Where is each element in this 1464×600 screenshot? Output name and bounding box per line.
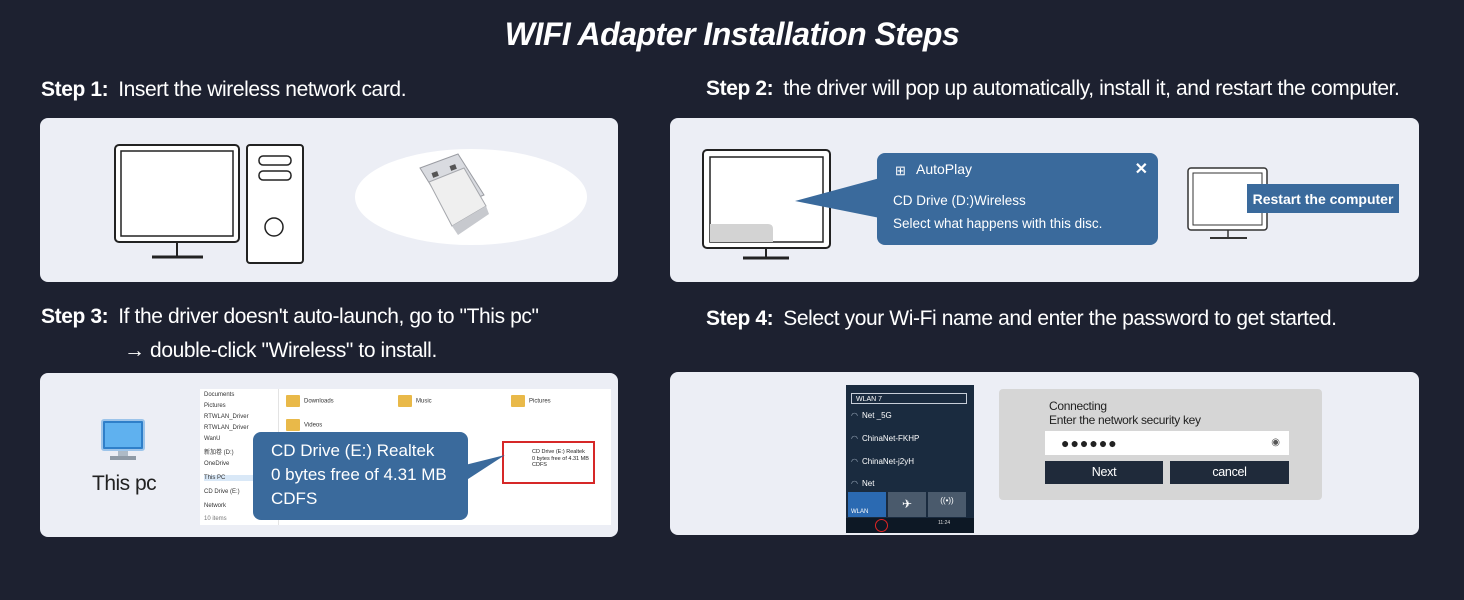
wlan-tile[interactable]: WLAN: [848, 492, 886, 517]
wifi-icon: ◠: [851, 479, 858, 488]
sidebar-item[interactable]: RTWLAN_Driver: [204, 425, 249, 431]
step2-panel: ⊞ AutoPlay ✕ CD Drive (D:)Wireless Selec…: [670, 118, 1419, 282]
step2-heading: Step 2: the driver will pop up automatica…: [706, 77, 1400, 101]
autoplay-title: AutoPlay: [916, 161, 973, 177]
sidebar-item[interactable]: Pictures: [204, 403, 226, 409]
restart-label: Restart the computer: [1247, 184, 1399, 213]
network-key-dialog: Connecting Enter the network security ke…: [999, 389, 1322, 500]
cd-drive-space: 0 bytes free of 4.31 MB: [271, 465, 447, 484]
step4-heading: Step 4: Select your Wi-Fi name and enter …: [706, 307, 1337, 331]
cd-drive-callout: CD Drive (E:) Realtek 0 bytes free of 4.…: [253, 432, 468, 520]
folder-downloads[interactable]: Downloads: [286, 395, 334, 407]
autoplay-popup[interactable]: ⊞ AutoPlay ✕ CD Drive (D:)Wireless Selec…: [877, 153, 1158, 245]
step4-panel: WLAN 7 ◠Net _5G ◠ChinaNet-FKHP ◠ChinaNet…: [670, 372, 1419, 535]
step1-heading: Step 1: Insert the wireless network card.: [41, 78, 407, 102]
step3-text-line1: If the driver doesn't auto-launch, go to…: [118, 305, 539, 328]
pc-with-adapter-illustration: [114, 144, 587, 264]
this-pc-icon[interactable]: [100, 418, 150, 464]
folder-icon: [398, 395, 412, 407]
folder-icon: [511, 395, 525, 407]
sidebar-item-this-pc[interactable]: This PC: [204, 475, 272, 481]
step4-text: Select your Wi-Fi name and enter the pas…: [783, 307, 1337, 330]
wifi-icon: ◠: [851, 434, 858, 443]
step3-label: Step 3:: [41, 305, 109, 328]
autoplay-drive-name: CD Drive (D:)Wireless: [893, 193, 1026, 208]
sidebar-item[interactable]: Documents: [204, 392, 235, 398]
status-bar: 10 items: [204, 516, 227, 522]
step4-label: Step 4:: [706, 307, 774, 330]
step1-panel: [40, 118, 618, 282]
airplane-icon[interactable]: ✈: [888, 492, 926, 517]
step1-text: Insert the wireless network card.: [118, 78, 407, 101]
cd-drive-small-name: CD Drive (E:) Realtek: [532, 449, 585, 455]
wlan-adapter-select[interactable]: WLAN 7: [851, 393, 967, 404]
folder-icon: [286, 419, 300, 431]
sidebar-item[interactable]: CD Drive (E:): [204, 489, 240, 495]
network-tray-icon[interactable]: [875, 519, 888, 532]
wifi-icon: ◠: [851, 457, 858, 466]
sidebar-item[interactable]: RTWLAN_Driver: [204, 414, 249, 420]
next-button[interactable]: Next: [1045, 461, 1163, 484]
usb-adapter-icon: [419, 153, 489, 235]
autoplay-illustration: [702, 149, 1268, 260]
step3-heading: Step 3: If the driver doesn't auto-launch…: [41, 305, 539, 329]
cd-drive-small-space: 0 bytes free of 4.31 MB: [532, 455, 589, 462]
sidebar-item[interactable]: OneDrive: [204, 461, 230, 467]
cancel-button[interactable]: cancel: [1170, 461, 1289, 484]
reveal-password-icon[interactable]: ◉: [1271, 437, 1281, 448]
this-pc-label: This pc: [92, 472, 157, 495]
taskbar: 11:24: [846, 518, 974, 533]
folder-icon: [286, 395, 300, 407]
cd-drive-item[interactable]: CD Drive (E:) Realtek 0 bytes free of 4.…: [502, 441, 595, 484]
hotspot-icon[interactable]: ((•)): [928, 492, 966, 517]
wifi-network-list: WLAN 7 ◠Net _5G ◠ChinaNet-FKHP ◠ChinaNet…: [846, 385, 974, 533]
network-item[interactable]: ◠ChinaNet-FKHP: [851, 434, 920, 443]
step2-label: Step 2:: [706, 77, 774, 100]
folder-videos[interactable]: Videos: [286, 419, 322, 431]
quick-action-tiles: WLAN ✈ ((•)): [848, 492, 972, 517]
step3-text-line2: → double-click "Wireless" to install.: [124, 339, 437, 362]
autoplay-action-prompt[interactable]: Select what happens with this disc.: [893, 216, 1103, 231]
autoplay-icon: ⊞: [895, 163, 906, 178]
sidebar-item[interactable]: 新加卷 (D:): [204, 450, 234, 456]
step3-panel: This pc Documents Pictures RTWLAN_Driver…: [40, 373, 618, 537]
page-title: WIFI Adapter Installation Steps: [504, 16, 960, 52]
folder-music[interactable]: Music: [398, 395, 432, 407]
step1-label: Step 1:: [41, 78, 109, 101]
security-key-prompt: Enter the network security key: [1049, 413, 1201, 427]
sidebar-item[interactable]: Network: [204, 503, 227, 509]
network-item[interactable]: ◠Net _5G: [851, 411, 892, 420]
step2-text: the driver will pop up automatically, in…: [783, 77, 1400, 100]
monitor-icon: [114, 144, 240, 259]
connecting-status: Connecting: [1049, 399, 1107, 413]
network-item[interactable]: ◠ChinaNet-j2yH: [851, 457, 915, 466]
tower-icon: [246, 144, 304, 264]
folder-pictures[interactable]: Pictures: [511, 395, 551, 407]
clock: 11:24: [938, 520, 951, 526]
callout-pointer: [465, 455, 505, 481]
cd-drive-small-fs: CDFS: [532, 462, 547, 468]
password-field[interactable]: ●●●●●● ◉: [1045, 431, 1289, 455]
network-item[interactable]: ◠Net: [851, 479, 875, 488]
cd-drive-name: CD Drive (E:) Realtek: [271, 441, 435, 460]
cd-drive-filesystem: CDFS: [271, 489, 318, 508]
sidebar-item[interactable]: WanU: [204, 436, 221, 442]
password-value: ●●●●●●: [1061, 435, 1118, 451]
wifi-icon: ◠: [851, 411, 858, 420]
close-icon[interactable]: ✕: [1134, 161, 1148, 178]
